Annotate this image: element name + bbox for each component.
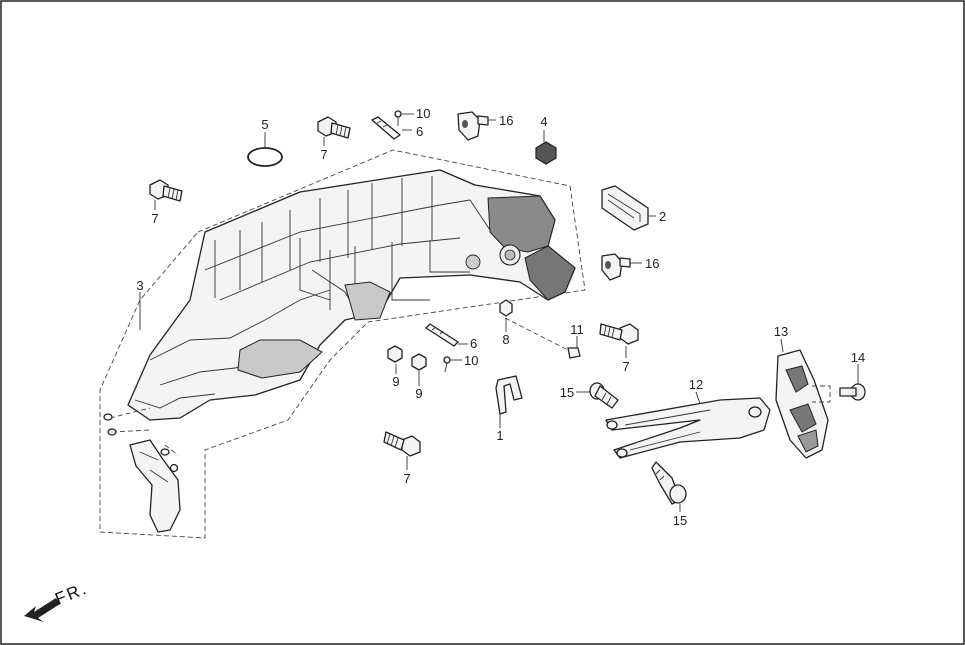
bracket (495, 375, 523, 415)
callout-8: 8 (502, 332, 509, 347)
callout-6: 6 (416, 124, 423, 139)
callout-16: 16 (645, 256, 659, 271)
callout-4: 4 (540, 114, 547, 129)
rubber-grommet-icon (601, 253, 631, 281)
callout-14: 14 (851, 350, 865, 365)
small-screw-icon (394, 110, 402, 126)
callout-11: 11 (570, 322, 584, 337)
reflector-plate (775, 349, 831, 459)
callout-7: 7 (622, 359, 629, 374)
clip-icon (371, 116, 401, 140)
callout-15: 15 (673, 513, 687, 528)
nut-icon (535, 141, 557, 165)
pin-icon (839, 383, 866, 401)
callout-labels: 5 7 7 3 10 6 16 4 2 16 8 11 7 6 10 9 9 1… (136, 106, 865, 528)
rubber-grommet-icon (457, 111, 489, 141)
callout-13: 13 (774, 324, 788, 339)
nut-icon (387, 345, 403, 363)
callout-7: 7 (403, 471, 410, 486)
flange-bolt-icon (599, 323, 639, 345)
callout-3: 3 (136, 278, 143, 293)
callout-2: 2 (659, 209, 666, 224)
shoulder-bolt-icon (589, 382, 619, 409)
front-direction-label: FR. (52, 579, 90, 609)
o-ring (247, 147, 283, 167)
callout-10: 10 (416, 106, 430, 121)
front-direction-arrow (24, 598, 60, 622)
callout-6: 6 (470, 336, 477, 351)
callout-16: 16 (499, 113, 513, 128)
nut-icon (499, 299, 513, 317)
callout-5: 5 (261, 117, 268, 132)
callout-12: 12 (689, 377, 703, 392)
shoulder-bolt-icon (651, 461, 687, 505)
callout-15: 15 (560, 385, 574, 400)
rectangular-seal (601, 185, 649, 231)
callout-9: 9 (392, 374, 399, 389)
flange-bolt-icon (149, 179, 183, 202)
callout-7: 7 (151, 211, 158, 226)
rear-fender-inner-body (127, 169, 576, 421)
small-bolt-icon (504, 317, 581, 359)
callout-10: 10 (464, 353, 478, 368)
leader-lines (139, 113, 859, 512)
callout-9: 9 (415, 386, 422, 401)
clip-icon (425, 323, 459, 347)
stay-bar (605, 397, 771, 459)
mud-flap (103, 407, 181, 533)
flange-bolt-icon (317, 116, 351, 139)
assembly-boundary (99, 149, 586, 539)
nut-icon (411, 353, 427, 371)
callout-1: 1 (496, 428, 503, 443)
flange-bolt-icon (383, 431, 421, 457)
callout-7: 7 (320, 147, 327, 162)
small-screw-icon (443, 356, 451, 373)
